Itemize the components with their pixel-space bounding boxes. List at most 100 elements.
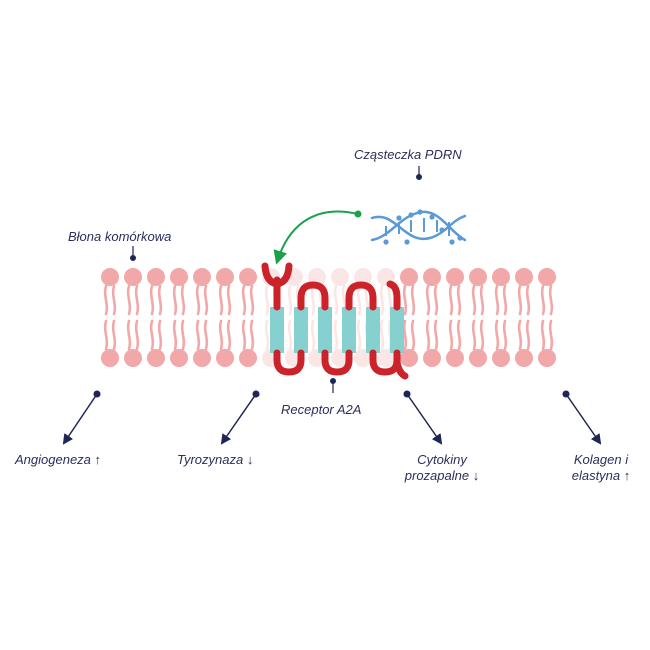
lipid-tail	[379, 284, 385, 316]
cytokines-line-2: prozapalne	[404, 468, 470, 483]
lipid-tail	[172, 284, 178, 316]
lipid-tail	[471, 319, 477, 351]
cell-membrane-label: Błona komórkowa	[68, 229, 172, 244]
phospholipid	[101, 268, 119, 367]
lipid-tail	[126, 319, 132, 351]
lipid-tail	[180, 319, 186, 351]
lipid-tail	[287, 284, 293, 316]
lipid-head	[124, 349, 142, 367]
tyrosinase-arrow	[220, 393, 257, 445]
lipid-tail	[548, 284, 554, 316]
collagen-arrow	[565, 393, 602, 445]
lipid-tail	[540, 319, 546, 351]
lipid-tail	[502, 319, 508, 351]
lipid-tail	[241, 284, 247, 316]
lipid-tail	[333, 319, 339, 351]
lipid-tail	[180, 284, 186, 316]
lipid-tail	[379, 319, 385, 351]
lipid-tail	[126, 284, 132, 316]
lipid-tail	[226, 284, 232, 316]
lipid-tail	[333, 284, 339, 316]
lipid-tail	[111, 284, 117, 316]
binding-pointer-dot	[354, 210, 362, 218]
tyrosinase-label: Tyrozynaza ↓	[177, 452, 253, 468]
phospholipid	[193, 268, 211, 367]
lipid-tail	[448, 319, 454, 351]
lipid-tail	[525, 319, 531, 351]
lipid-tail	[456, 284, 462, 316]
lipid-tail	[494, 284, 500, 316]
increase-arrow-icon: ↑	[94, 452, 102, 467]
cytokines-line-1: Cytokiny	[417, 452, 467, 467]
lipid-head	[239, 268, 257, 286]
lipid-head	[331, 268, 349, 286]
lipid-tail	[195, 319, 201, 351]
angiogenesis-label: Angiogeneza ↑	[15, 452, 101, 468]
phospholipid	[124, 268, 142, 367]
collagen-line-1: Kolagen i	[573, 452, 629, 467]
lipid-head	[469, 349, 487, 367]
lipid-head	[216, 349, 234, 367]
lipid-head	[193, 349, 211, 367]
phospholipid	[538, 268, 556, 367]
phospholipid	[492, 268, 510, 367]
lipid-tail	[264, 284, 270, 316]
lipid-head	[538, 349, 556, 367]
lipid-tail	[433, 319, 439, 351]
pdrn-molecule-label: Cząsteczka PDRN	[354, 147, 462, 162]
lipid-tail	[134, 284, 140, 316]
lipid-tail	[134, 319, 140, 351]
lipid-head	[124, 268, 142, 286]
receptor-chain	[273, 276, 409, 380]
lipid-tail	[425, 284, 431, 316]
pdrn-dna-helix-icon	[370, 209, 467, 245]
lipid-head	[216, 268, 234, 286]
phospholipid	[331, 268, 349, 367]
increase-arrow-icon: ↑	[623, 468, 631, 483]
lipid-tail	[402, 319, 408, 351]
lipid-head	[400, 349, 418, 367]
lipid-tail	[410, 284, 416, 316]
lipid-head	[423, 268, 441, 286]
phospholipid	[515, 268, 533, 367]
lipid-head	[446, 268, 464, 286]
phospholipid	[469, 268, 487, 367]
lipid-head	[377, 349, 395, 367]
lipid-tail	[502, 284, 508, 316]
angiogenesis-arrow	[62, 393, 98, 445]
lipid-tail	[157, 284, 163, 316]
lipid-tail	[456, 319, 462, 351]
lipid-tail	[249, 319, 255, 351]
phospholipid	[446, 268, 464, 367]
lipid-head	[354, 349, 372, 367]
lipid-tail	[540, 284, 546, 316]
collagen-label: Kolagen i elastyna ↑	[560, 452, 642, 484]
lipid-head	[101, 349, 119, 367]
lipid-head	[492, 268, 510, 286]
cytokines-label: Cytokiny prozapalne ↓	[396, 452, 488, 484]
lipid-tail	[479, 284, 485, 316]
lipid-tail	[149, 319, 155, 351]
lipid-tail	[310, 319, 316, 351]
lipid-head	[147, 268, 165, 286]
lipid-head	[331, 349, 349, 367]
receptor-helix	[342, 307, 356, 353]
lipid-head	[423, 349, 441, 367]
phospholipid	[400, 268, 418, 367]
lipid-tail	[471, 284, 477, 316]
lipid-head	[354, 268, 372, 286]
lipid-tail	[494, 319, 500, 351]
lipid-tail	[149, 284, 155, 316]
lipid-tail	[241, 319, 247, 351]
receptor-helix	[390, 307, 404, 353]
lipid-tail	[203, 319, 209, 351]
lipid-tail	[203, 284, 209, 316]
lipid-head	[308, 268, 326, 286]
lipid-tail	[410, 319, 416, 351]
lipid-tail	[218, 319, 224, 351]
decrease-arrow-icon: ↓	[472, 468, 480, 483]
lipid-tail	[525, 284, 531, 316]
lipid-tail	[264, 319, 270, 351]
receptor-helix	[294, 307, 308, 353]
lipid-tail	[517, 284, 523, 316]
